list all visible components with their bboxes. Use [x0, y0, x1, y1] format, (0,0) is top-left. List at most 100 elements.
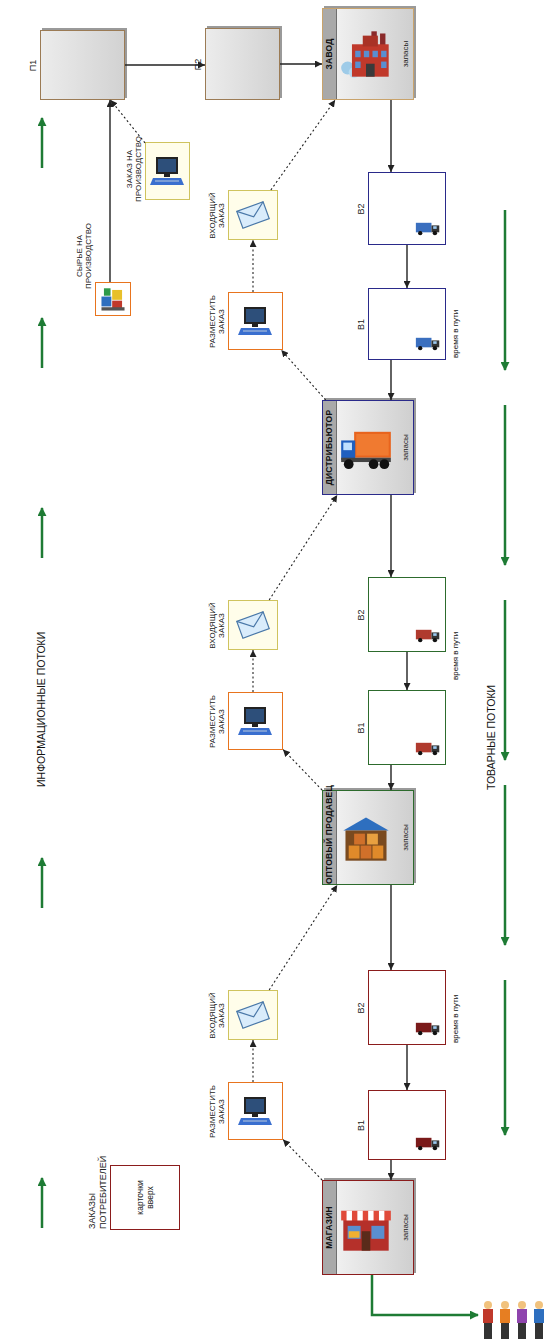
place-order-box: РАЗМЕСТИТЬ ЗАКАЗ [228, 1082, 283, 1140]
icon-rect [341, 1211, 391, 1221]
icon-rect [433, 633, 436, 636]
icon-circle [433, 638, 437, 642]
icon-rect [348, 1226, 361, 1239]
transit-note: время в пути [451, 995, 460, 1043]
order-connector [281, 350, 325, 400]
icon-rect [362, 1231, 371, 1250]
customer-orders-box: ЗАКАЗЫ ПОТРЕБИТЕЛЕЙкарточки вверх [110, 1165, 180, 1230]
transit-box: В2 [368, 970, 446, 1045]
raw-material-box: СЫРЬЕ НА ПРОИЗВОДСТВО [95, 282, 131, 316]
goods-connector [406, 652, 407, 690]
person-body [534, 1309, 544, 1323]
supply-chain-node: МАГАЗИНзапасы [322, 1180, 414, 1275]
icon-rect [368, 1211, 373, 1221]
flow-arrow [41, 118, 44, 168]
flow-arrow [504, 980, 507, 1135]
icon-illustration [236, 199, 270, 233]
icon-circle [433, 231, 437, 235]
node-title: ДИСТРИБЬЮТОР [323, 401, 337, 494]
node-caption: РАЗМЕСТИТЬ ЗАКАЗ [208, 1082, 226, 1142]
icon-svg [339, 1201, 393, 1255]
person-legs [484, 1323, 492, 1339]
icon-rect [252, 725, 258, 728]
icon-circle [433, 1031, 437, 1035]
icon-rect [381, 51, 386, 57]
icon-svg [238, 705, 272, 739]
icon-line [243, 331, 267, 332]
node-caption: В2 [357, 173, 366, 246]
transit-box: В2 [368, 172, 446, 245]
icon-rect [156, 158, 178, 175]
icon-svg [150, 155, 184, 189]
icon-rect [355, 51, 360, 57]
node-caption: ЗАКАЗ НА ПРОИЗВОДСТВО [125, 129, 143, 209]
node-caption: В1 [357, 1091, 366, 1161]
icon-circle [433, 346, 437, 350]
icon-circle [418, 346, 422, 350]
person-body [483, 1309, 493, 1323]
node-caption: ВХОДЯЩИЙ ЗАКАЗ [208, 596, 226, 656]
icon-illustration [236, 609, 270, 643]
goods-connector [406, 1045, 407, 1090]
order-connector [252, 1040, 253, 1082]
node-caption: П1 [28, 31, 39, 101]
flow-arrow [41, 318, 44, 368]
icon-illustration [339, 28, 393, 82]
icon-rect [379, 1211, 384, 1221]
goods-connector [109, 100, 110, 282]
icon-rect [433, 1026, 436, 1029]
flow-heading: ИНФОРМАЦИОННЫЕ ПОТОКИ [35, 632, 47, 787]
icon-illustration [415, 330, 441, 356]
icon-svg [415, 1130, 441, 1156]
transit-box: В1 [368, 288, 446, 360]
icon-rect [416, 1023, 432, 1033]
icon-rect [416, 743, 432, 753]
flow-arrow [41, 508, 44, 558]
transit-box: В2 [368, 577, 446, 652]
icon-illustration [415, 1015, 441, 1041]
incoming-order-box: ВХОДЯЩИЙ ЗАКАЗ [228, 190, 278, 240]
flow-arrow [504, 600, 507, 760]
icon-rect [355, 62, 360, 68]
icon-illustration [99, 286, 127, 314]
icon-svg [339, 811, 393, 865]
icon-line [155, 181, 179, 182]
icon-rect [158, 160, 176, 173]
icon-illustration [415, 1130, 441, 1156]
transit-note: время в пути [451, 632, 460, 680]
icon-rect [363, 36, 378, 47]
icon-illustration [238, 305, 272, 339]
customer-arrow [372, 1275, 478, 1315]
order-connector [283, 1139, 322, 1180]
node-caption: В2 [357, 578, 366, 653]
icon-rect [236, 202, 268, 228]
order-connector [283, 749, 322, 790]
icon-rect [343, 443, 352, 451]
flow-arrow [41, 858, 44, 908]
node-caption: СЫРЬЕ НА ПРОИЗВОДСТВО [75, 215, 93, 297]
icon-illustration [238, 705, 272, 739]
icon-rect [371, 1226, 384, 1239]
icon-rect [372, 846, 383, 859]
person-body [500, 1309, 510, 1323]
icon-circle [369, 459, 379, 469]
icon-rect [246, 310, 264, 323]
icon-rect [345, 830, 386, 860]
icon-circle [418, 1146, 422, 1150]
node-caption: ВХОДЯЩИЙ ЗАКАЗ [208, 986, 226, 1046]
stock-label: запасы [401, 401, 410, 494]
icon-rect [366, 64, 375, 77]
place-order-box: РАЗМЕСТИТЬ ЗАКАЗ [228, 692, 283, 750]
icon-svg [238, 305, 272, 339]
icon-g [236, 612, 268, 638]
icon-svg [236, 199, 270, 233]
icon-svg [415, 735, 441, 761]
icon-polygon [238, 729, 272, 736]
icon-circle [344, 459, 354, 469]
node-title: МАГАЗИН [323, 1181, 337, 1274]
icon-svg [236, 609, 270, 643]
node-caption: В1 [357, 289, 366, 361]
icon-polygon [238, 329, 272, 336]
icon-polyline [236, 612, 266, 632]
order-connector [269, 885, 337, 990]
